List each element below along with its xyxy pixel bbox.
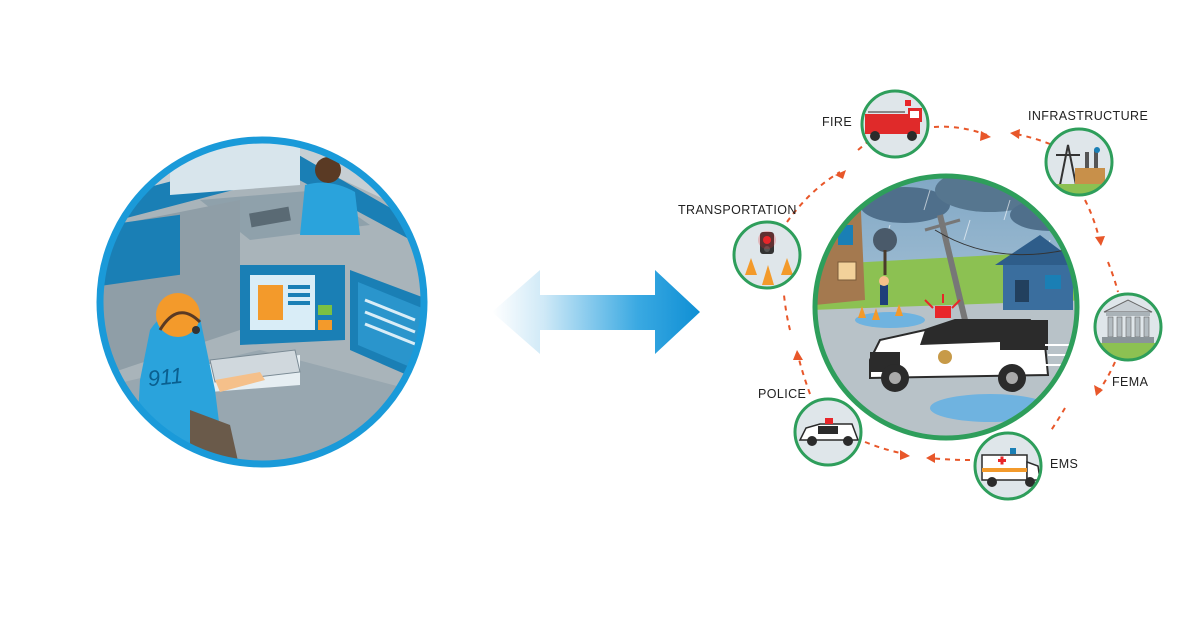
- agency-label-fema: FEMA: [1112, 375, 1149, 389]
- agency-label-police: POLICE: [758, 387, 806, 401]
- dispatcher-shirt-911: 911: [146, 363, 183, 392]
- fire-truck-icon: [862, 91, 928, 157]
- agency-label-fire: FIRE: [822, 115, 852, 129]
- power-tower-icon: [1046, 129, 1112, 195]
- two-way-exchange-arrow: [492, 270, 700, 354]
- traffic-light-icon: [734, 222, 800, 288]
- agency-label-infrastructure: INFRASTRUCTURE: [1028, 109, 1148, 123]
- agency-node-fema: FEMA: [1093, 292, 1163, 389]
- agency-node-transportation: TRANSPORTATION: [678, 203, 802, 290]
- agency-node-ems: EMS: [973, 431, 1078, 501]
- agency-label-ems: EMS: [1050, 457, 1078, 471]
- government-building-icon: [1095, 294, 1161, 360]
- agency-node-fire: FIRE: [822, 89, 930, 159]
- agency-label-transportation: TRANSPORTATION: [678, 203, 797, 217]
- dispatch-center-illustration: 911: [96, 136, 428, 468]
- ambulance-icon: [975, 433, 1041, 499]
- cycle-arrowheads: [793, 129, 1105, 463]
- agency-node-infrastructure: INFRASTRUCTURE: [1028, 109, 1148, 197]
- agency-node-police: POLICE: [758, 387, 863, 467]
- police-car-icon: [795, 399, 861, 465]
- response-network: FIRE INFRASTRUCTURE: [678, 89, 1163, 501]
